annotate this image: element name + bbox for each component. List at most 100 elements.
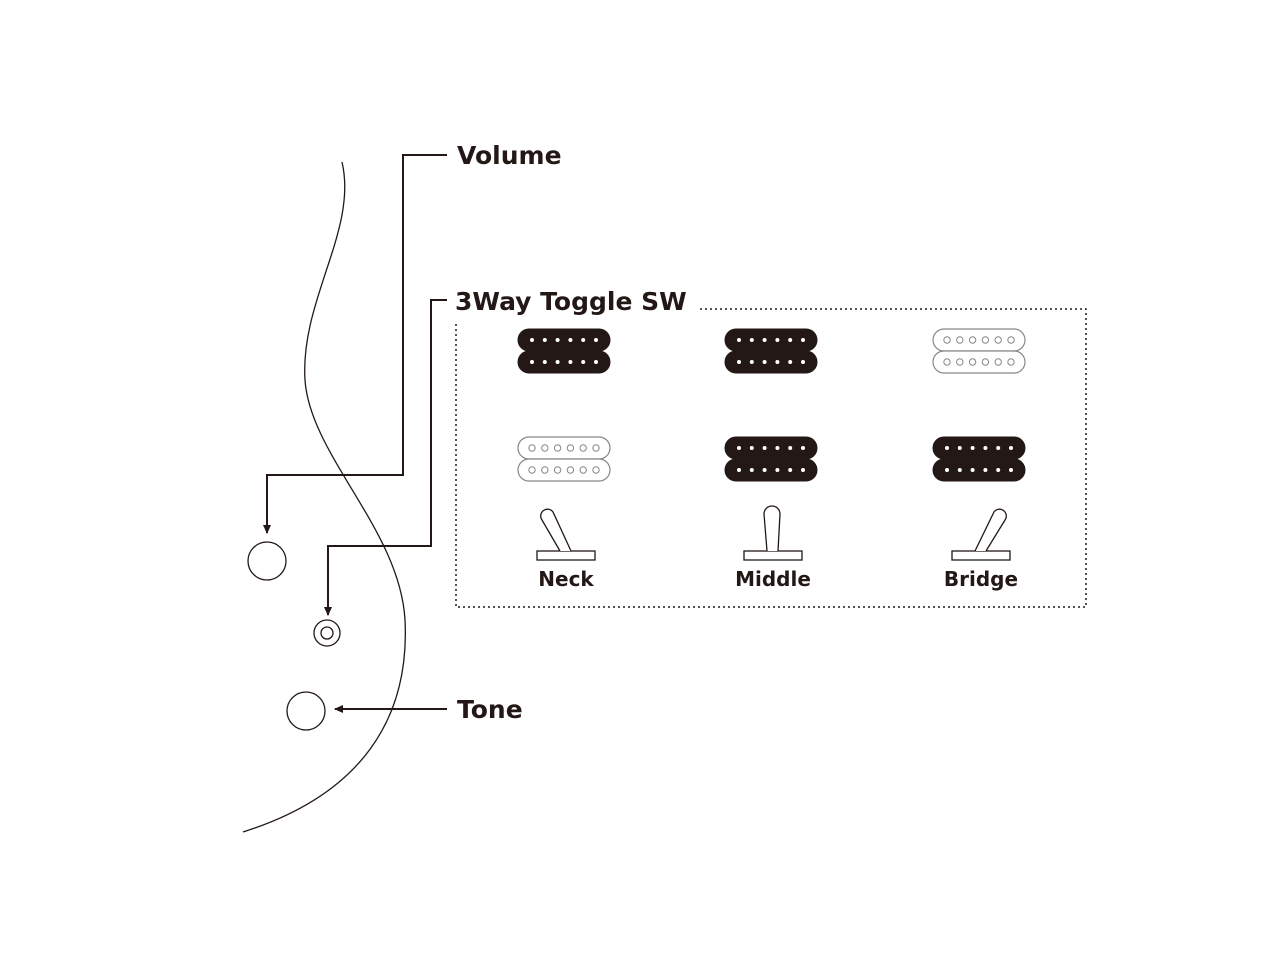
pole-piece	[762, 446, 767, 450]
pickup-coil	[517, 350, 611, 374]
pole-piece	[970, 468, 975, 472]
position-label: Middle	[735, 567, 811, 591]
position-label: Neck	[538, 567, 594, 591]
switch-base	[536, 550, 596, 561]
pole-piece	[1007, 336, 1015, 344]
pickup-coil	[932, 350, 1026, 374]
pickup-coil	[724, 350, 818, 374]
bridge-pickup	[724, 436, 818, 482]
pole-piece	[945, 468, 949, 472]
pole-piece	[788, 468, 793, 472]
switch-base	[743, 550, 803, 561]
neck-pickup	[517, 328, 611, 374]
pole-piece	[1009, 468, 1013, 472]
pole-piece	[788, 338, 793, 342]
pole-piece	[530, 338, 534, 342]
pole-piece	[943, 336, 951, 344]
pole-piece	[956, 336, 964, 344]
toggle-switch-center	[320, 626, 334, 640]
switch-base	[951, 550, 1011, 561]
tone-knob[interactable]	[286, 691, 326, 731]
pole-piece	[957, 468, 962, 472]
position-neck: Neck	[517, 328, 611, 591]
switch-lever-icon	[951, 508, 1011, 561]
pole-piece	[775, 468, 780, 472]
pole-piece	[994, 336, 1002, 344]
pole-piece	[788, 446, 793, 450]
pole-piece	[970, 446, 975, 450]
switch-lever-icon	[743, 505, 803, 561]
bridge-pickup	[932, 436, 1026, 482]
switch-lever-icon	[536, 508, 596, 561]
pickup-coil	[932, 458, 1026, 482]
pole-piece	[579, 444, 587, 452]
position-middle: Middle	[724, 328, 818, 591]
pole-piece	[983, 446, 988, 450]
pole-piece	[594, 338, 598, 342]
pole-piece	[943, 358, 951, 366]
pole-piece	[775, 360, 780, 364]
pole-piece	[1007, 358, 1015, 366]
pole-piece	[541, 466, 549, 474]
pole-piece	[592, 444, 600, 452]
pole-piece	[775, 446, 780, 450]
tone-label: Tone	[457, 695, 523, 724]
pole-piece	[541, 444, 549, 452]
toggle-label: 3Way Toggle SW	[455, 287, 687, 316]
pole-piece	[555, 360, 560, 364]
switch-lever	[974, 508, 1007, 552]
pole-piece	[737, 360, 741, 364]
pole-piece	[775, 338, 780, 342]
switch-lever	[763, 505, 781, 552]
pole-piece	[996, 468, 1001, 472]
pole-piece	[581, 360, 586, 364]
pole-piece	[581, 338, 586, 342]
pole-piece	[749, 446, 754, 450]
volume-label: Volume	[457, 141, 562, 170]
bridge-pickup	[517, 436, 611, 482]
pickup-coil	[724, 458, 818, 482]
pole-piece	[983, 468, 988, 472]
pole-piece	[981, 336, 990, 344]
pole-piece	[530, 360, 534, 364]
pole-piece	[801, 338, 805, 342]
pole-piece	[945, 446, 949, 450]
pole-piece	[553, 466, 562, 474]
neck-pickup	[932, 328, 1026, 374]
pole-piece	[956, 358, 964, 366]
pole-piece	[981, 358, 990, 366]
position-label: Bridge	[944, 567, 1018, 591]
pole-piece	[566, 444, 575, 452]
switch-lever	[540, 508, 572, 552]
pole-piece	[749, 338, 754, 342]
neck-pickup	[724, 328, 818, 374]
volume-knob[interactable]	[247, 541, 287, 581]
pole-piece	[528, 444, 536, 452]
pole-piece	[957, 446, 962, 450]
pole-piece	[801, 468, 805, 472]
pole-piece	[749, 360, 754, 364]
pole-piece	[528, 466, 536, 474]
pole-piece	[566, 466, 575, 474]
pole-piece	[555, 338, 560, 342]
pole-piece	[801, 360, 805, 364]
pole-piece	[994, 358, 1002, 366]
pole-piece	[592, 466, 600, 474]
pole-piece	[568, 360, 573, 364]
pole-piece	[996, 446, 1001, 450]
pole-piece	[542, 338, 547, 342]
pole-piece	[594, 360, 598, 364]
pole-piece	[749, 468, 754, 472]
pole-piece	[762, 360, 767, 364]
pole-piece	[788, 360, 793, 364]
guitar-body-outline	[242, 161, 406, 833]
pole-piece	[762, 338, 767, 342]
pole-piece	[737, 468, 741, 472]
toggle-leader-line	[324, 299, 447, 616]
pole-piece	[968, 358, 977, 366]
pole-piece	[762, 468, 767, 472]
position-bridge: Bridge	[932, 328, 1026, 591]
pole-piece	[568, 338, 573, 342]
